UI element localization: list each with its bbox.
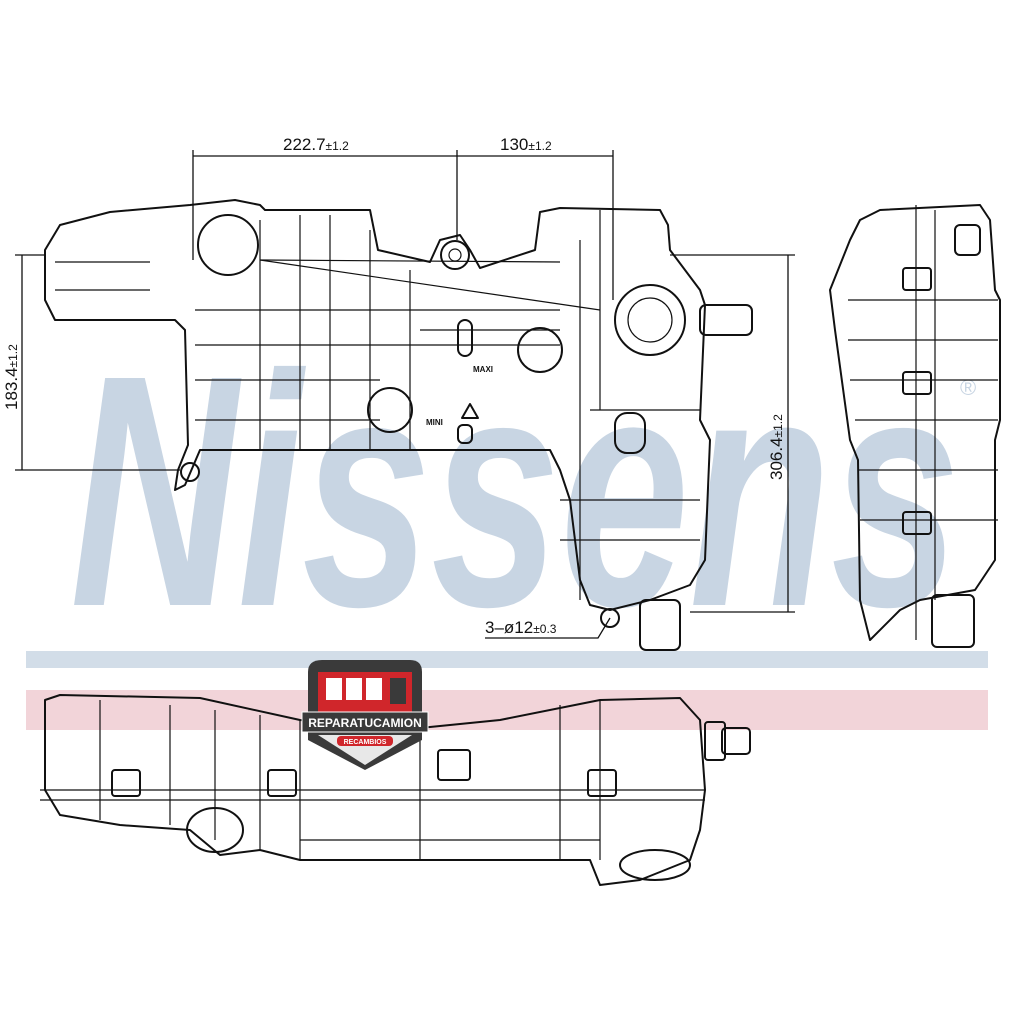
outlet-pipe: [699, 304, 753, 336]
dimension-lines: [15, 150, 795, 639]
sensor: [614, 412, 646, 454]
warning-triangle-icon: [461, 403, 479, 419]
mini-mark: MINI: [426, 418, 443, 427]
dim-holes-label: 3–ø12±0.3: [485, 618, 557, 637]
filler-cap-left: [197, 214, 259, 276]
nissens-watermark: Nissens ®: [70, 306, 976, 675]
pink-stripe: [26, 690, 988, 730]
registered-mark: ®: [960, 375, 976, 400]
maxi-mark: MAXI: [473, 365, 493, 374]
dim-width-left-label: 222.7±1.2: [283, 135, 349, 154]
blue-stripe: [26, 651, 988, 668]
logo-name: REPARATUCAMION: [308, 716, 422, 730]
dim-width-right-label: 130±1.2: [500, 135, 552, 154]
dim-height-left-label: 183.4±1.2: [2, 344, 21, 410]
dim-height-right-label: 306.4±1.2: [767, 414, 786, 480]
side-view: [829, 204, 1001, 648]
front-view: MAXI MINI: [44, 199, 753, 651]
lower-pipe: [639, 599, 681, 651]
pressure-cap: [614, 284, 686, 356]
logo-sub: RECAMBIOS: [344, 739, 387, 746]
watermark-text: Nissens: [70, 306, 960, 675]
reparatucamion-logo: REPARATUCAMION RECAMBIOS: [301, 660, 429, 770]
side-outlet-pipe: [931, 594, 975, 648]
